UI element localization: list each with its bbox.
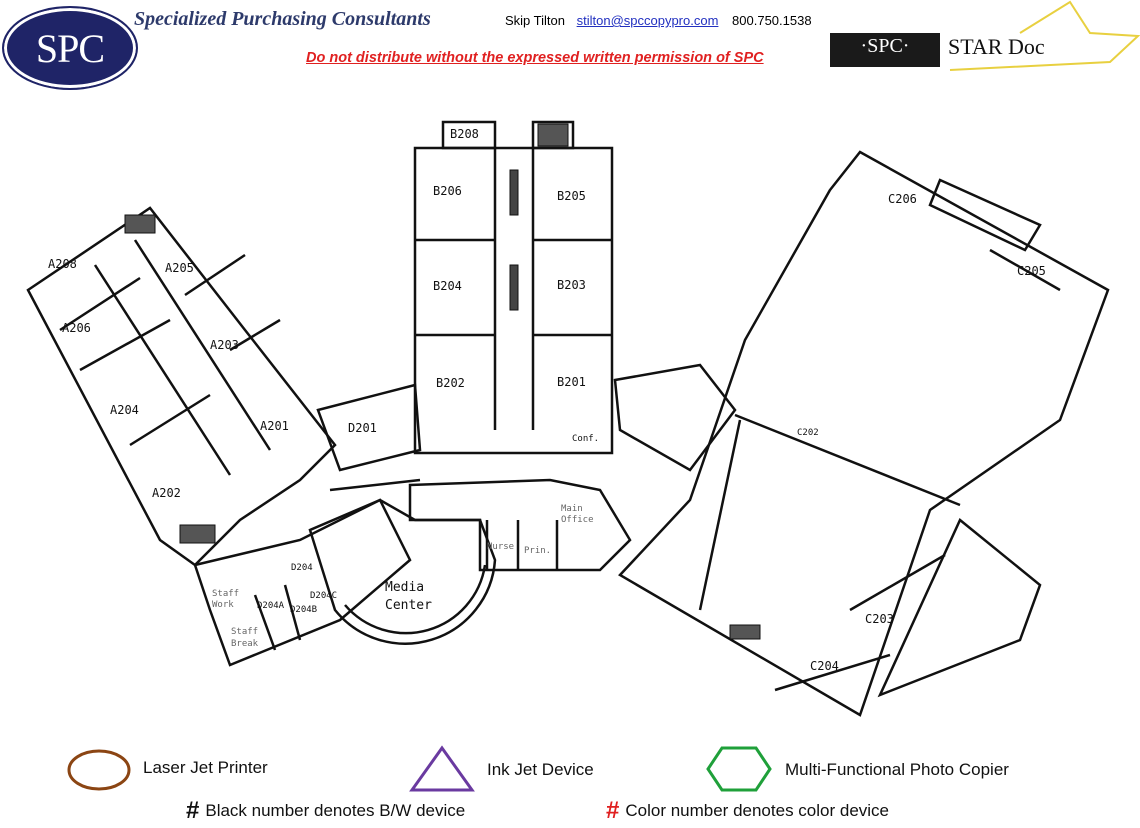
legend-bw: # Black number denotes B/W device: [186, 797, 465, 825]
legend-inkjet: Ink Jet Device: [487, 760, 594, 779]
company-name: Specialized Purchasing Consultants: [134, 8, 431, 30]
room-a206: A206: [62, 321, 91, 335]
laser-printer-legend-icon: [67, 749, 131, 791]
legend-color: # Color number denotes color device: [606, 797, 889, 825]
distribution-warning: Do not distribute without the expressed …: [306, 50, 764, 66]
room-d204b: D204B: [290, 605, 317, 615]
room-c205: C205: [1017, 264, 1046, 278]
room-d201: D201: [348, 421, 377, 435]
floor-plan: A208 A205 A206 A203 A204 A201 A202 D201 …: [26, 120, 1110, 717]
stairs: [124, 123, 761, 640]
contact-name: Skip Tilton: [505, 13, 565, 28]
room-c203: C203: [865, 612, 894, 626]
contact-info: Skip Tilton stilton@spccopypro.com 800.7…: [505, 13, 812, 28]
room-b202: B202: [436, 376, 465, 390]
room-staff-break-2: Break: [231, 639, 259, 649]
room-c204: C204: [810, 659, 839, 673]
room-main-office: Main: [561, 504, 583, 514]
stardoc-title: STAR Doc: [948, 34, 1045, 59]
room-c206: C206: [888, 192, 917, 206]
room-conf: Conf.: [572, 434, 599, 444]
room-b208: B208: [450, 127, 479, 141]
room-staff-break: Staff: [231, 627, 258, 637]
legend-bw-text: Black number denotes B/W device: [205, 801, 466, 820]
bw-hash-symbol: #: [186, 797, 200, 824]
room-a203: A203: [210, 338, 239, 352]
legend-color-text: Color number denotes color device: [625, 801, 890, 820]
legend-mfp: Multi-Functional Photo Copier: [785, 760, 1009, 779]
mfp-legend-icon: [706, 746, 772, 792]
room-d204a: D204A: [257, 601, 285, 611]
room-main-office-2: Office: [561, 515, 594, 525]
star-icon: [949, 0, 1140, 71]
legend-laser: Laser Jet Printer: [143, 758, 268, 777]
logo-text: SPC: [35, 25, 105, 71]
room-staff-work-2: Work: [212, 600, 234, 610]
contact-phone: 800.750.1538: [732, 13, 812, 28]
contact-email-link[interactable]: stilton@spccopypro.com: [576, 13, 719, 28]
room-b205: B205: [557, 189, 586, 203]
stardoc-logo: ·SPC· STAR Doc: [830, 0, 1140, 72]
room-c202: C202: [797, 428, 819, 438]
inkjet-legend-icon: [409, 745, 475, 792]
room-b201: B201: [557, 375, 586, 389]
room-a208: A208: [48, 257, 77, 271]
room-a204: A204: [110, 403, 139, 417]
room-b206: B206: [433, 184, 462, 198]
room-media-center: Media: [385, 580, 424, 595]
room-prin: Prin.: [524, 546, 551, 556]
room-b204: B204: [433, 279, 462, 293]
room-nurse: Nurse: [487, 542, 514, 552]
room-staff-work: Staff: [212, 589, 239, 599]
color-hash-symbol: #: [606, 797, 620, 824]
room-a201: A201: [260, 419, 289, 433]
room-d204: D204: [291, 563, 313, 573]
room-a202: A202: [152, 486, 181, 500]
walls: [26, 120, 1110, 717]
room-d204c: D204C: [310, 591, 337, 601]
stardoc-spc-block: ·SPC·: [830, 33, 940, 67]
room-labels: A208 A205 A206 A203 A204 A201 A202 D201 …: [48, 127, 1046, 673]
room-media-center-2: Center: [385, 598, 432, 613]
room-a205: A205: [165, 261, 194, 275]
room-b203: B203: [557, 278, 586, 292]
spc-logo: SPC: [2, 6, 138, 90]
